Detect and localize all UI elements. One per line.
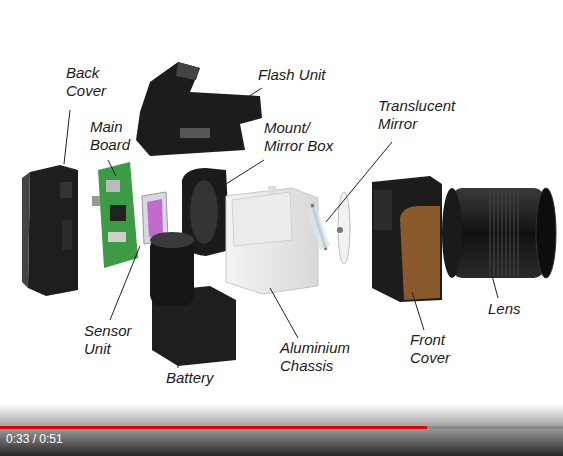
video-timecode: 0:33 / 0:51 [6,432,126,446]
part-label: Aluminium Chassis [280,339,366,375]
part-label: Sensor Unit [84,322,142,358]
video-controls [0,404,563,456]
leader-lines [64,88,498,368]
lens-part [442,188,556,278]
flash-unit-part [136,62,262,156]
part-label: Mount/ Mirror Box [264,119,348,155]
battery-part [150,232,236,366]
part-label: Main Board [90,118,142,154]
part-label: Lens [488,300,548,318]
part-label: Translucent Mirror [378,97,474,133]
chassis-part [226,186,318,294]
main-board-part [92,162,138,268]
back-cover-part [22,165,78,296]
part-label: Battery [166,369,246,387]
part-label: Flash Unit [258,66,368,84]
part-label: Front Cover [410,331,464,367]
front-cover-part [372,176,442,302]
part-label: Back Cover [66,64,118,100]
translucent-mirror-part [306,192,350,264]
